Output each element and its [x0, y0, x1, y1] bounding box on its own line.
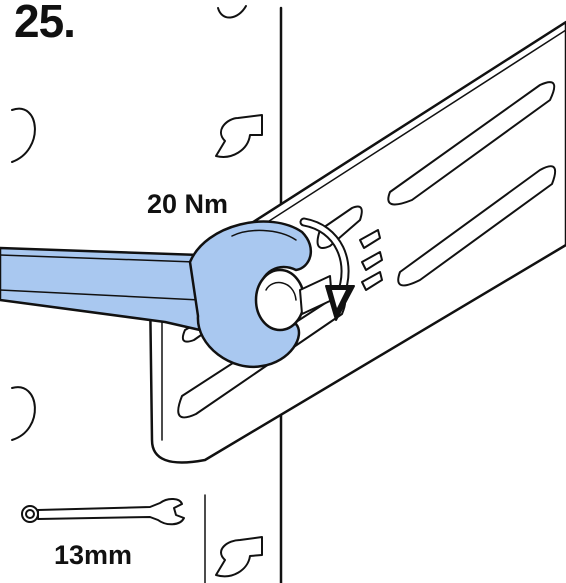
combination-wrench-icon — [21, 494, 206, 583]
bolt — [254, 268, 333, 332]
wrench-size-label: 13mm — [54, 540, 133, 570]
torque-label: 20 Nm — [147, 189, 229, 219]
rotation-arrow — [299, 217, 355, 321]
step-number: 25. — [14, 0, 76, 47]
